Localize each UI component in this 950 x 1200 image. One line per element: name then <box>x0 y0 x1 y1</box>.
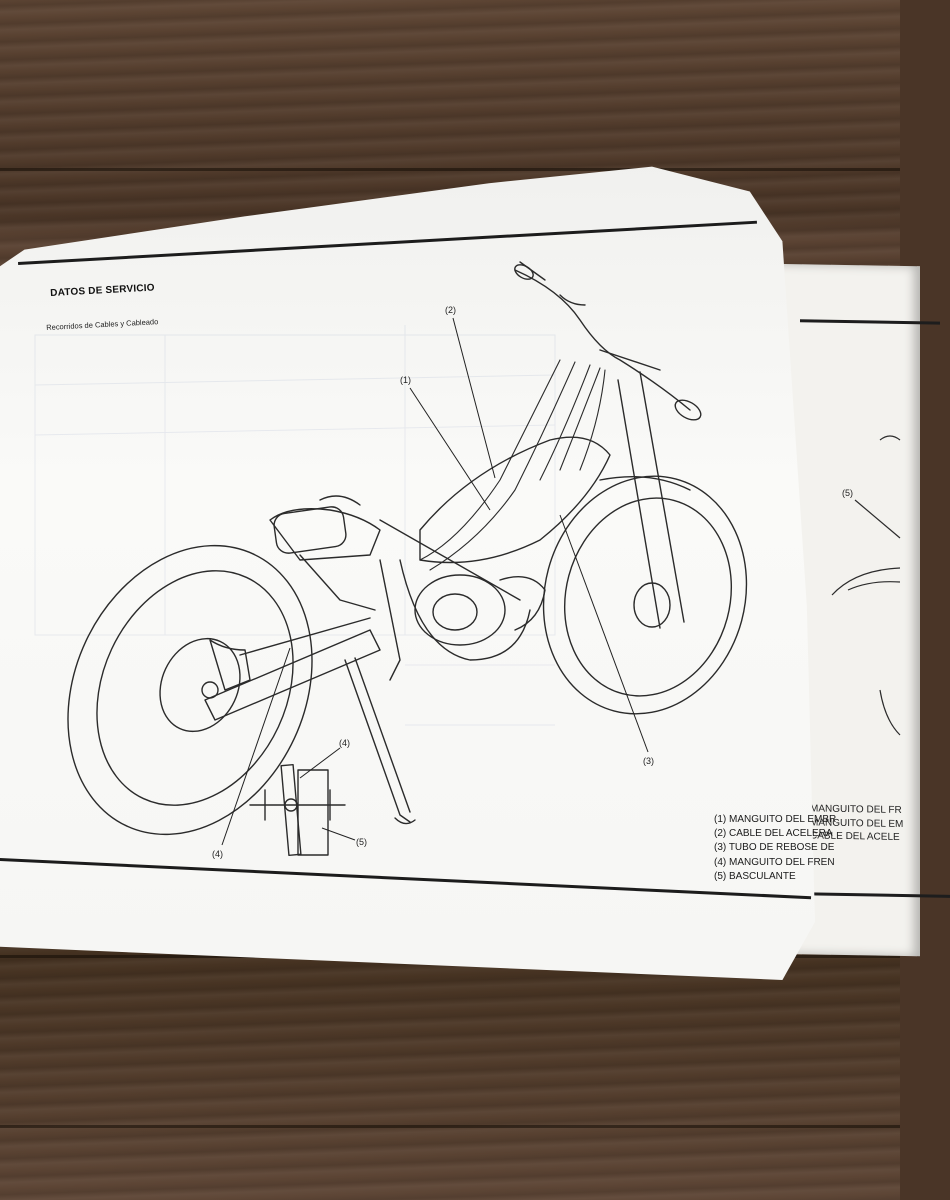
kickstand-drawing <box>344 657 416 825</box>
swingarm-drawing <box>204 617 381 721</box>
frame-drawing <box>379 436 611 681</box>
right-page-sketch <box>831 435 901 736</box>
legend-item-5: (5) BASCULANTE <box>714 870 796 882</box>
motorcycle-diagram <box>67 261 901 857</box>
legend-item-3: (3) TUBO DE REBOSE DE <box>714 842 835 854</box>
diagram-legend: (1) MANGUITO DEL EMBR (2) CABLE DEL ACEL… <box>714 813 837 884</box>
handlebar-drawing <box>514 261 702 421</box>
detail-inset-drawing <box>249 763 346 857</box>
plank-seam <box>0 168 900 171</box>
callout-2: (2) <box>445 305 456 315</box>
callout-1: (1) <box>400 375 411 385</box>
right-page-callout-5: (5) <box>842 488 853 498</box>
front-fork-drawing <box>599 349 691 629</box>
callout-4-inset: (4) <box>339 738 350 748</box>
rear-wheel-drawing <box>67 544 313 836</box>
legend-item-1: (1) MANGUITO DEL EMBR <box>714 814 837 825</box>
callout-3: (3) <box>643 756 654 766</box>
callout-5: (5) <box>356 837 367 847</box>
left-manual-page <box>0 166 815 980</box>
plank-seam <box>0 1125 900 1128</box>
cables-drawing <box>419 359 606 571</box>
seat-drawing <box>269 495 381 611</box>
leader-lines <box>221 317 649 846</box>
callout-4: (4) <box>212 849 223 859</box>
legend-item-2: (2) CABLE DEL ACELERA <box>714 828 833 840</box>
legend-item-4: (4) MANGUITO DEL FREN <box>714 856 835 868</box>
front-wheel-drawing <box>542 475 748 715</box>
